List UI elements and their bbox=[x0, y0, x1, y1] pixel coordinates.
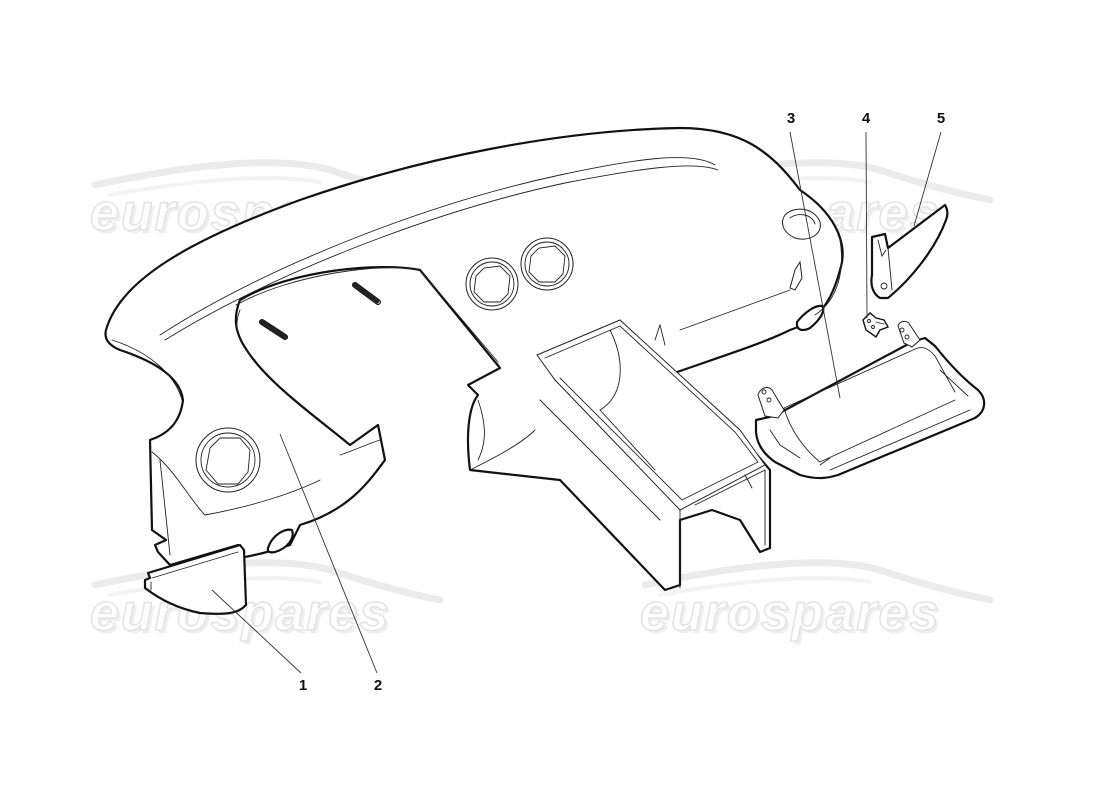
lower-left-cover-panel[interactable] bbox=[143, 543, 248, 615]
slot-lower-left bbox=[266, 528, 294, 554]
mounting-stud-left bbox=[259, 319, 288, 340]
callout-labels: 1 2 3 4 5 bbox=[299, 110, 945, 694]
leader-line-2 bbox=[279, 433, 378, 674]
slot-right-side bbox=[789, 260, 803, 291]
callout-2: 2 bbox=[374, 677, 382, 694]
callout-5: 5 bbox=[937, 110, 945, 127]
watermark-bottom-left: eurospares eurospares bbox=[89, 559, 444, 645]
leader-line-5 bbox=[913, 131, 942, 227]
callout-1: 1 bbox=[299, 677, 307, 694]
center-console bbox=[469, 319, 766, 589]
watermark-text: eurospares bbox=[90, 584, 390, 642]
dashboard-main-shell[interactable] bbox=[104, 126, 844, 592]
glove-box[interactable] bbox=[754, 320, 986, 480]
callout-4: 4 bbox=[862, 110, 871, 127]
air-vent-center-left bbox=[465, 257, 519, 311]
air-vent-center-right bbox=[520, 237, 574, 291]
leader-lines bbox=[211, 131, 942, 674]
air-vent-left bbox=[195, 427, 261, 493]
callout-3: 3 bbox=[787, 110, 795, 127]
leader-line-1 bbox=[211, 589, 302, 674]
leader-line-3 bbox=[789, 131, 841, 399]
leader-line-4 bbox=[865, 131, 868, 319]
watermark-text: eurospares bbox=[640, 584, 940, 642]
slot-right-lower bbox=[795, 304, 825, 332]
watermark-text: eurospares bbox=[643, 587, 943, 645]
glove-box-side-panel[interactable] bbox=[870, 203, 949, 300]
glove-box-hinge-tab-right bbox=[897, 320, 921, 348]
small-bracket-clip[interactable] bbox=[862, 312, 890, 339]
glove-box-hinge-tab-left bbox=[757, 387, 785, 419]
watermark-bottom-right: eurospares eurospares bbox=[639, 559, 994, 645]
mounting-stud-right bbox=[352, 282, 381, 305]
